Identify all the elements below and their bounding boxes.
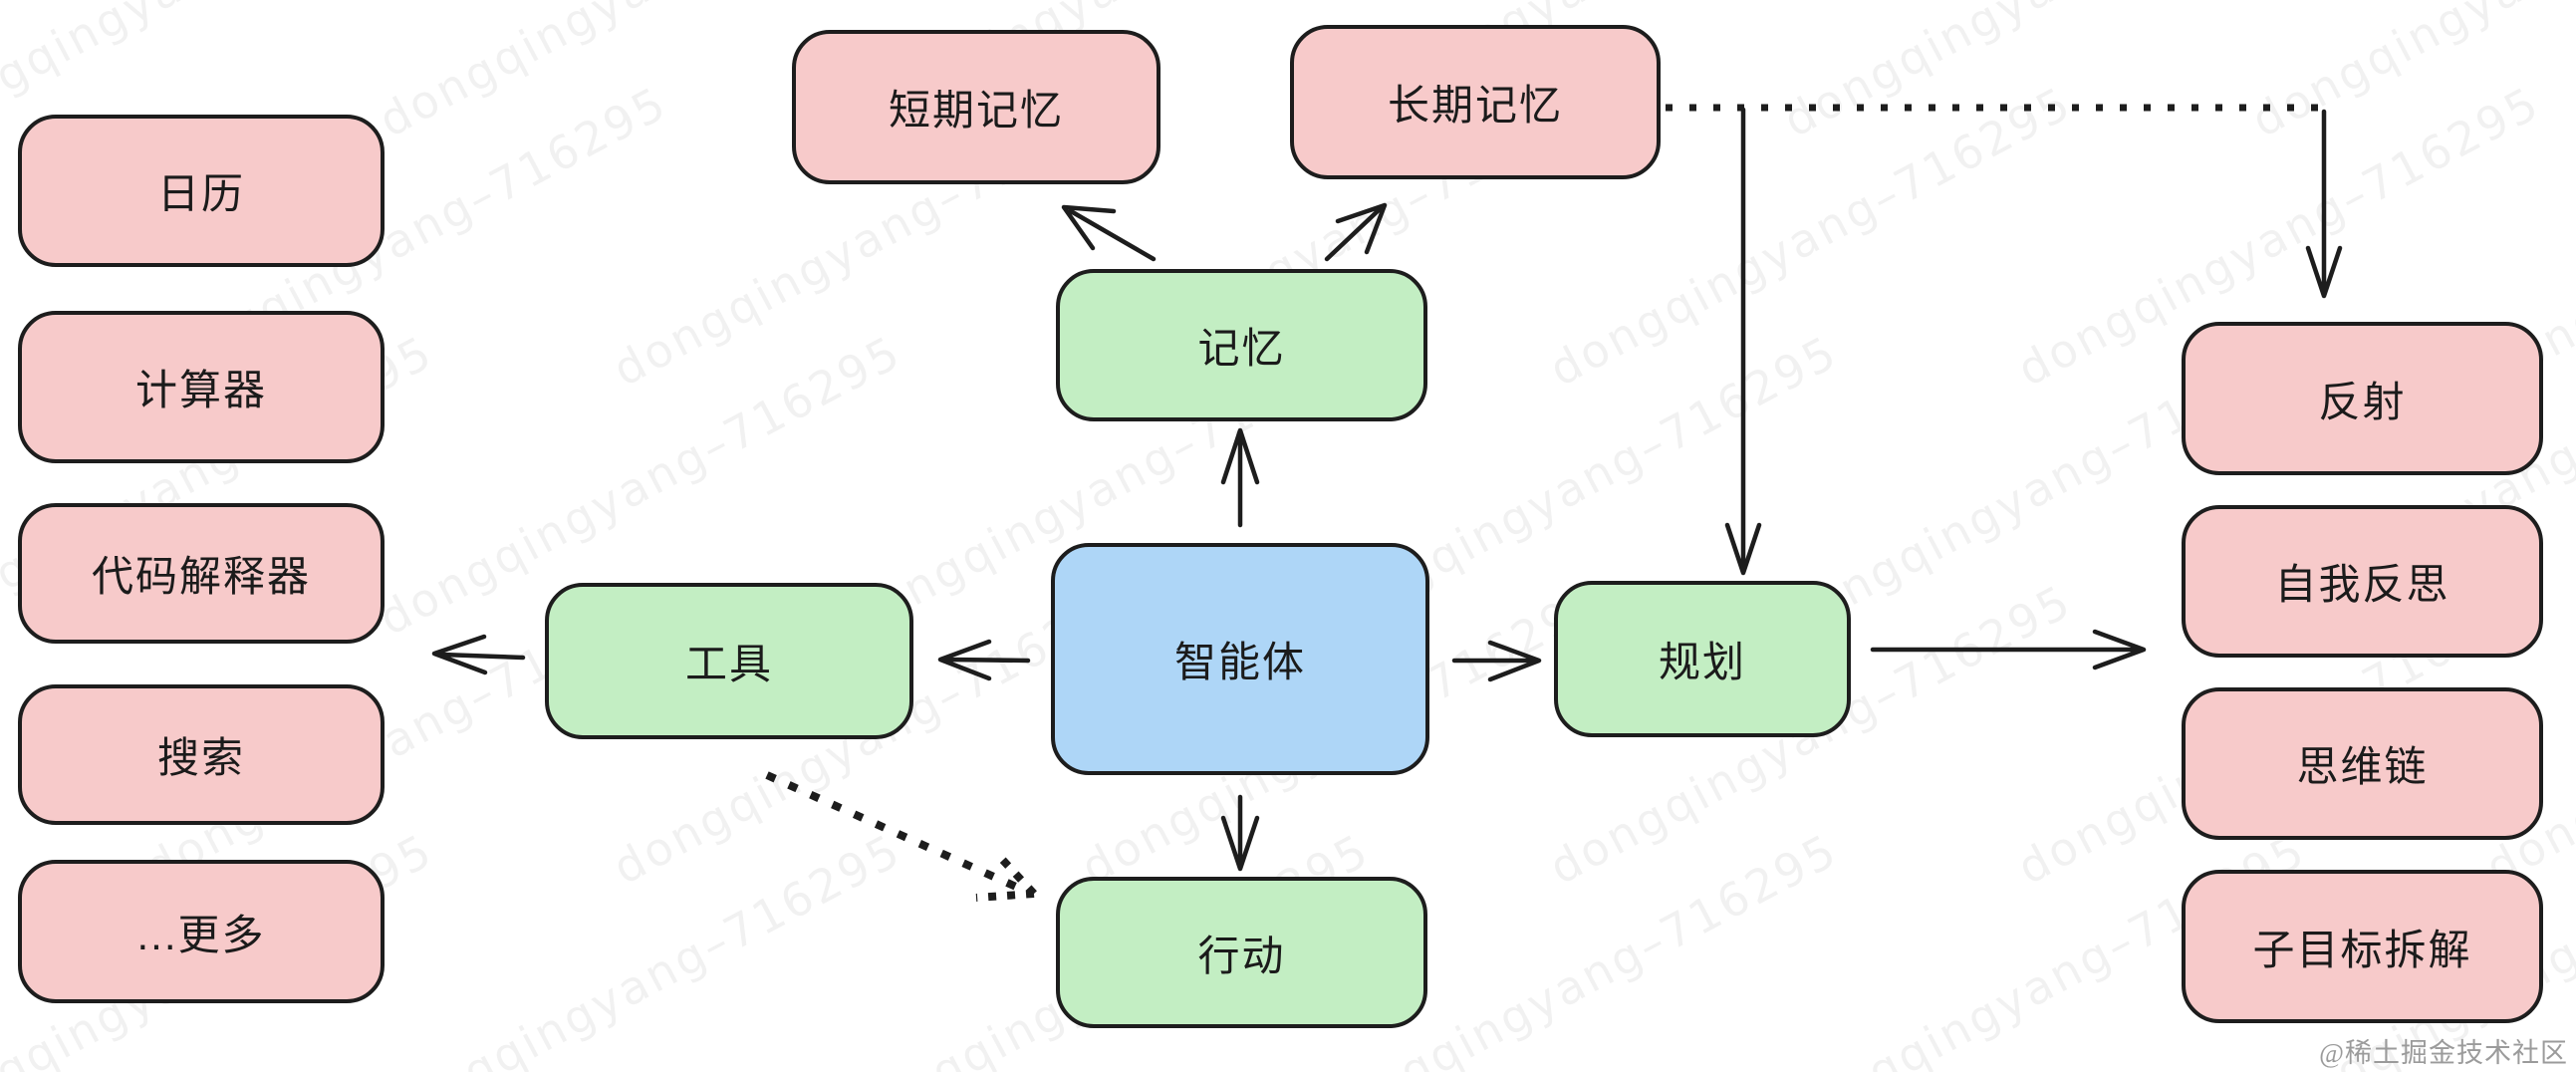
node-search: 搜索 <box>18 684 385 825</box>
arrow-long-term-to-reflection <box>2305 109 2343 299</box>
node-reflection: 反射 <box>2182 322 2543 475</box>
arrow-agent-to-tools <box>937 639 1031 681</box>
node-tools: 工具 <box>545 583 913 739</box>
arrow-tools-to-examples <box>431 634 526 675</box>
node-chain-of-thought: 思维链 <box>2182 687 2543 840</box>
dotted-arrow-tools-to-action <box>765 771 1018 891</box>
arrow-agent-to-memory <box>1220 427 1260 528</box>
node-label: 长期记忆 <box>1387 82 1563 129</box>
node-label: 子目标拆解 <box>2252 926 2472 973</box>
node-long-term-memory: 长期记忆 <box>1290 25 1661 179</box>
node-label: 反射 <box>2318 378 2407 425</box>
node-label: 日历 <box>156 170 245 217</box>
node-label: 规划 <box>1658 639 1746 685</box>
node-calculator: 计算器 <box>18 311 385 463</box>
node-short-term-memory: 短期记忆 <box>792 30 1160 184</box>
node-label: 工具 <box>684 641 773 687</box>
node-label: 代码解释器 <box>91 553 311 600</box>
node-label: 智能体 <box>1173 639 1306 685</box>
node-label: 搜索 <box>156 734 245 781</box>
node-label: ...更多 <box>136 911 266 958</box>
arrow-agent-to-planning <box>1451 640 1542 682</box>
node-self-reflection: 自我反思 <box>2182 505 2543 658</box>
node-label: 行动 <box>1197 932 1286 979</box>
node-code-interpreter: 代码解释器 <box>18 503 385 644</box>
node-calendar: 日历 <box>18 115 385 267</box>
node-label: 自我反思 <box>2274 561 2450 608</box>
arrow-memory-to-long-term <box>1324 202 1388 262</box>
node-memory: 记忆 <box>1056 269 1427 421</box>
node-more: ...更多 <box>18 860 385 1003</box>
node-subgoal-decomposition: 子目标拆解 <box>2182 870 2543 1023</box>
arrow-planning-to-methods <box>1870 629 2147 670</box>
node-label: 思维链 <box>2296 743 2429 790</box>
node-label: 记忆 <box>1197 325 1286 372</box>
arrow-agent-to-action <box>1220 794 1260 872</box>
node-agent: 智能体 <box>1051 543 1429 775</box>
node-planning: 规划 <box>1554 581 1851 737</box>
node-action: 行动 <box>1056 877 1427 1028</box>
node-label: 短期记忆 <box>888 87 1064 134</box>
arrow-memory-to-short-term <box>1061 204 1157 262</box>
arrow-long-term-to-planning <box>1724 107 1762 576</box>
node-label: 计算器 <box>134 367 267 413</box>
community-credit: @稀土掘金技术社区 <box>2319 1038 2568 1068</box>
